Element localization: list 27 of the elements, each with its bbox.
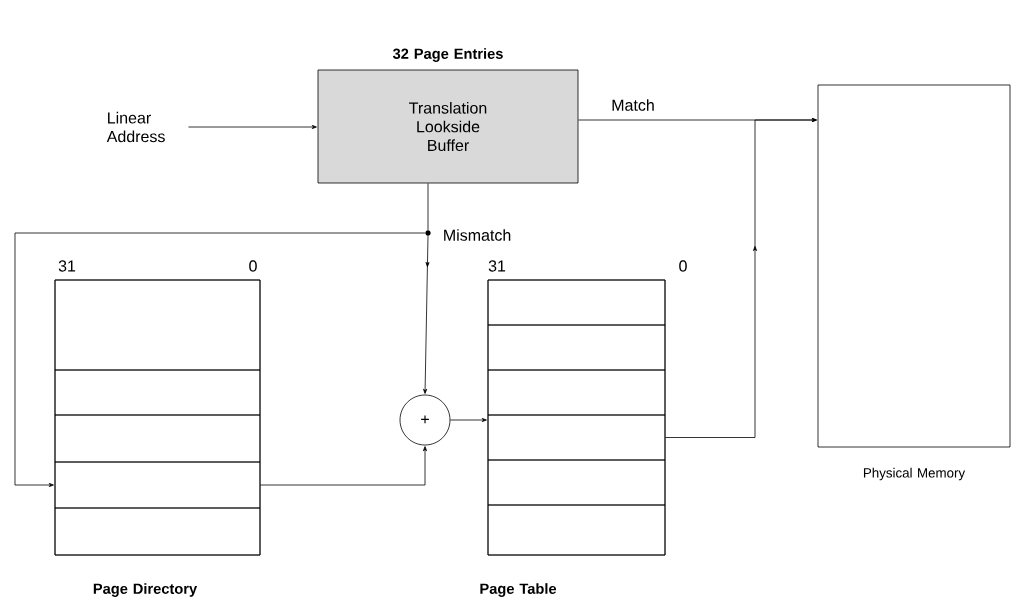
node-label: Physical Memory (863, 467, 966, 481)
table-row (54, 369, 261, 416)
table-row (487, 369, 666, 416)
edge-label: Match (609, 97, 657, 113)
input-label: Linear Address (106, 111, 165, 143)
memory-box: Physical Memory (817, 84, 1011, 481)
node-label: 32 Page Entries (392, 48, 503, 62)
junction-label: Mismatch (444, 229, 511, 241)
node-label: Page Directory (93, 583, 198, 597)
table-row (487, 504, 666, 556)
buffer-box: 32 Page Entries Translation Lookside Buffer (317, 48, 579, 184)
arrow (188, 125, 317, 129)
arrow (260, 446, 427, 486)
arrow (14, 232, 426, 487)
table-row (487, 324, 666, 371)
table-row (487, 279, 666, 326)
table-row (54, 414, 261, 463)
bit-number: 0 (679, 260, 687, 272)
table-row (487, 414, 666, 461)
node-label: Page Table (480, 583, 557, 597)
table-row (54, 507, 261, 556)
arrow (450, 418, 487, 422)
table-row (487, 459, 666, 506)
arrow (665, 118, 817, 438)
arrow (423, 235, 430, 394)
table-row (54, 279, 261, 371)
table-row (54, 461, 261, 509)
